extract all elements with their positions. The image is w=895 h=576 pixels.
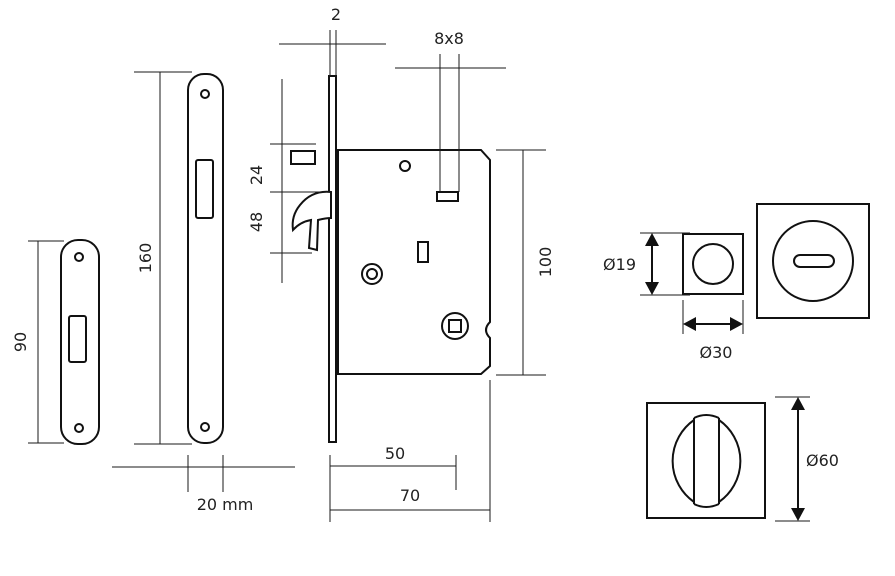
dim-backset-depth: 50 70	[329, 380, 491, 522]
dim-160-label: 160	[136, 243, 155, 274]
faceplate	[187, 73, 224, 444]
dim-48-label: 48	[247, 212, 266, 232]
dim-gap-2: 2	[279, 5, 386, 76]
dim-2-label: 2	[331, 5, 341, 24]
dim-dia-19: Ø19	[603, 232, 690, 296]
small-square-escutcheon	[682, 233, 744, 295]
dim-20mm-label: 20 mm	[197, 495, 254, 514]
dim-30-label: Ø30	[700, 343, 733, 362]
strike-plate	[60, 239, 100, 445]
dim-height-100: 100	[496, 149, 555, 376]
dim-8x8-label: 8x8	[434, 29, 464, 48]
dim-19-label: Ø19	[603, 255, 636, 274]
dim-90-label: 90	[11, 332, 30, 352]
dim-width-20mm: 20 mm	[112, 455, 295, 514]
privacy-turn-square	[756, 203, 870, 319]
dim-100-label: 100	[536, 247, 555, 278]
dim-60-label: Ø60	[806, 451, 839, 470]
dim-50-label: 50	[385, 444, 405, 463]
dim-dia-30: Ø30	[682, 300, 744, 362]
dim-height-160: 160	[134, 71, 192, 445]
dim-24-48: 24 48	[247, 79, 330, 283]
lock-mortise-body	[290, 75, 491, 443]
dim-dia-60: Ø60	[775, 396, 839, 522]
dim-square-8x8: 8x8	[395, 29, 506, 192]
dim-24-label: 24	[247, 165, 266, 185]
dim-70-label: 70	[400, 486, 420, 505]
large-turn-rosette	[646, 402, 766, 519]
dim-height-90: 90	[11, 240, 64, 444]
